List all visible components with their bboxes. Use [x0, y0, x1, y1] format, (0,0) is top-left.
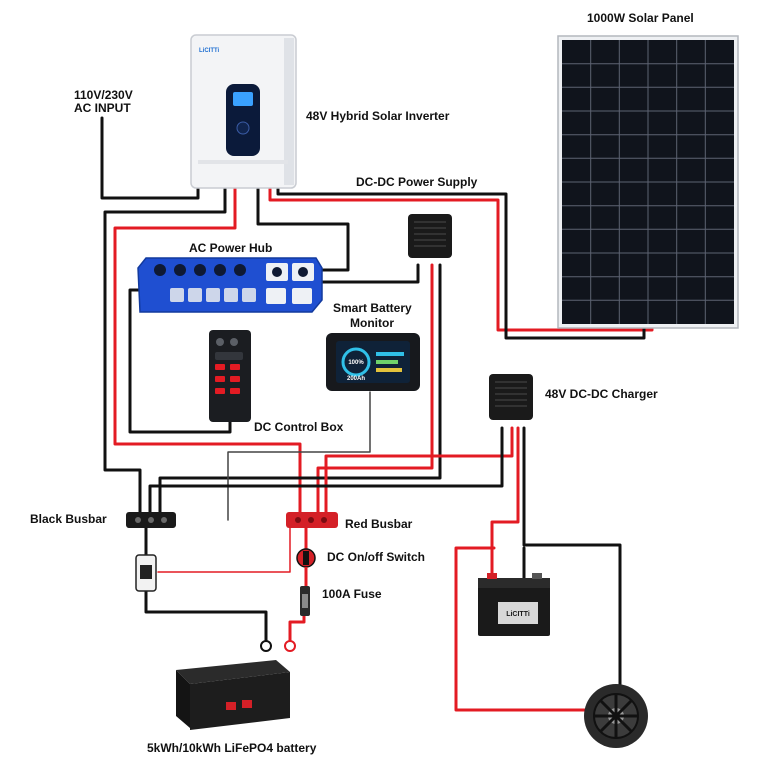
solar-panel	[557, 35, 739, 329]
wire-charger-positive	[324, 426, 514, 514]
ac-power-hub	[137, 257, 323, 313]
wire-pv-positive	[268, 186, 654, 332]
wire-psu-positive	[316, 263, 434, 514]
wire-pv-negative	[276, 186, 646, 340]
label-smart-battery-monitor-2: Monitor	[350, 316, 394, 330]
dc-control-box	[209, 330, 251, 422]
battery-top	[176, 660, 290, 684]
label-ac-power-hub: AC Power Hub	[189, 241, 272, 255]
labels: 110V/230V AC INPUT 48V Hybrid Solar Inve…	[30, 11, 694, 755]
hybrid-inverter: LiCITTi	[190, 34, 297, 189]
label-dc-dc-charger: 48V DC-DC Charger	[545, 387, 658, 401]
car-battery: LiCITTi	[478, 573, 550, 636]
battery-positive-terminal	[284, 640, 296, 652]
car-battery-label-panel	[498, 602, 538, 624]
lifepo4-battery	[176, 660, 290, 730]
red-busbar	[286, 512, 338, 528]
wire-inverter-positive	[113, 186, 302, 514]
inverter-side-shade	[284, 38, 294, 185]
shunt	[135, 554, 157, 592]
inverter-knob[interactable]	[236, 121, 250, 135]
alternator	[584, 684, 648, 748]
battery-front	[176, 670, 190, 728]
battery-negative-terminal	[260, 640, 272, 652]
inverter-vent	[198, 160, 288, 164]
wires	[100, 116, 654, 712]
label-dc-dc-power-supply: DC-DC Power Supply	[356, 175, 478, 189]
wire-charger-car-neg	[522, 426, 642, 712]
inverter-brand: LiCITTi	[199, 48, 220, 54]
label-ac-input-1: 110V/230V	[74, 88, 133, 102]
label-battery: 5kWh/10kWh LiFePO4 battery	[147, 741, 317, 755]
monitor-gauge	[341, 347, 371, 377]
label-black-busbar: Black Busbar	[30, 512, 107, 526]
solar-panel-grid	[562, 40, 734, 324]
monitor-screen	[336, 341, 410, 383]
inverter-screen	[233, 92, 253, 106]
wire-psu-hub	[320, 263, 420, 284]
wire-hub-control	[128, 288, 232, 434]
wire-psu-negative	[158, 263, 442, 514]
wire-inverter-hub	[256, 186, 350, 272]
wire-charger-car-pos	[490, 426, 520, 586]
label-smart-battery-monitor-1: Smart Battery	[333, 301, 412, 315]
wire-inverter-negative	[103, 186, 227, 514]
monitor-percent: 100%	[348, 360, 364, 366]
label-fuse: 100A Fuse	[322, 587, 382, 601]
label-ac-input-2: AC INPUT	[74, 101, 131, 115]
wire-ac-input	[100, 116, 200, 200]
black-busbar	[126, 512, 176, 528]
wire-battery-positive	[288, 614, 306, 642]
label-dc-switch: DC On/off Switch	[327, 550, 425, 564]
wire-shunt-sense	[157, 527, 291, 573]
wire-car-alt-pos	[454, 546, 590, 712]
dc-dc-charger	[489, 374, 533, 420]
wire-battery-negative	[144, 526, 268, 642]
label-dc-control-box: DC Control Box	[254, 420, 344, 434]
car-battery-top	[478, 578, 550, 588]
label-red-busbar: Red Busbar	[345, 517, 413, 531]
psu-body	[408, 214, 452, 258]
dc-switch[interactable]	[296, 548, 316, 568]
fuse	[300, 567, 310, 616]
monitor-capacity: 200Ah	[347, 376, 365, 382]
label-solar-panel: 1000W Solar Panel	[587, 11, 694, 25]
car-battery-brand: LiCITTi	[506, 611, 530, 618]
hub-sockets	[154, 263, 314, 304]
label-inverter: 48V Hybrid Solar Inverter	[306, 109, 450, 123]
smart-battery-monitor: 100% 200Ah	[326, 333, 420, 391]
charger-body	[489, 374, 533, 420]
wire-charger-negative	[148, 426, 504, 514]
dc-dc-power-supply	[408, 214, 452, 258]
control-box-body	[209, 330, 251, 422]
battery-side	[190, 672, 290, 730]
